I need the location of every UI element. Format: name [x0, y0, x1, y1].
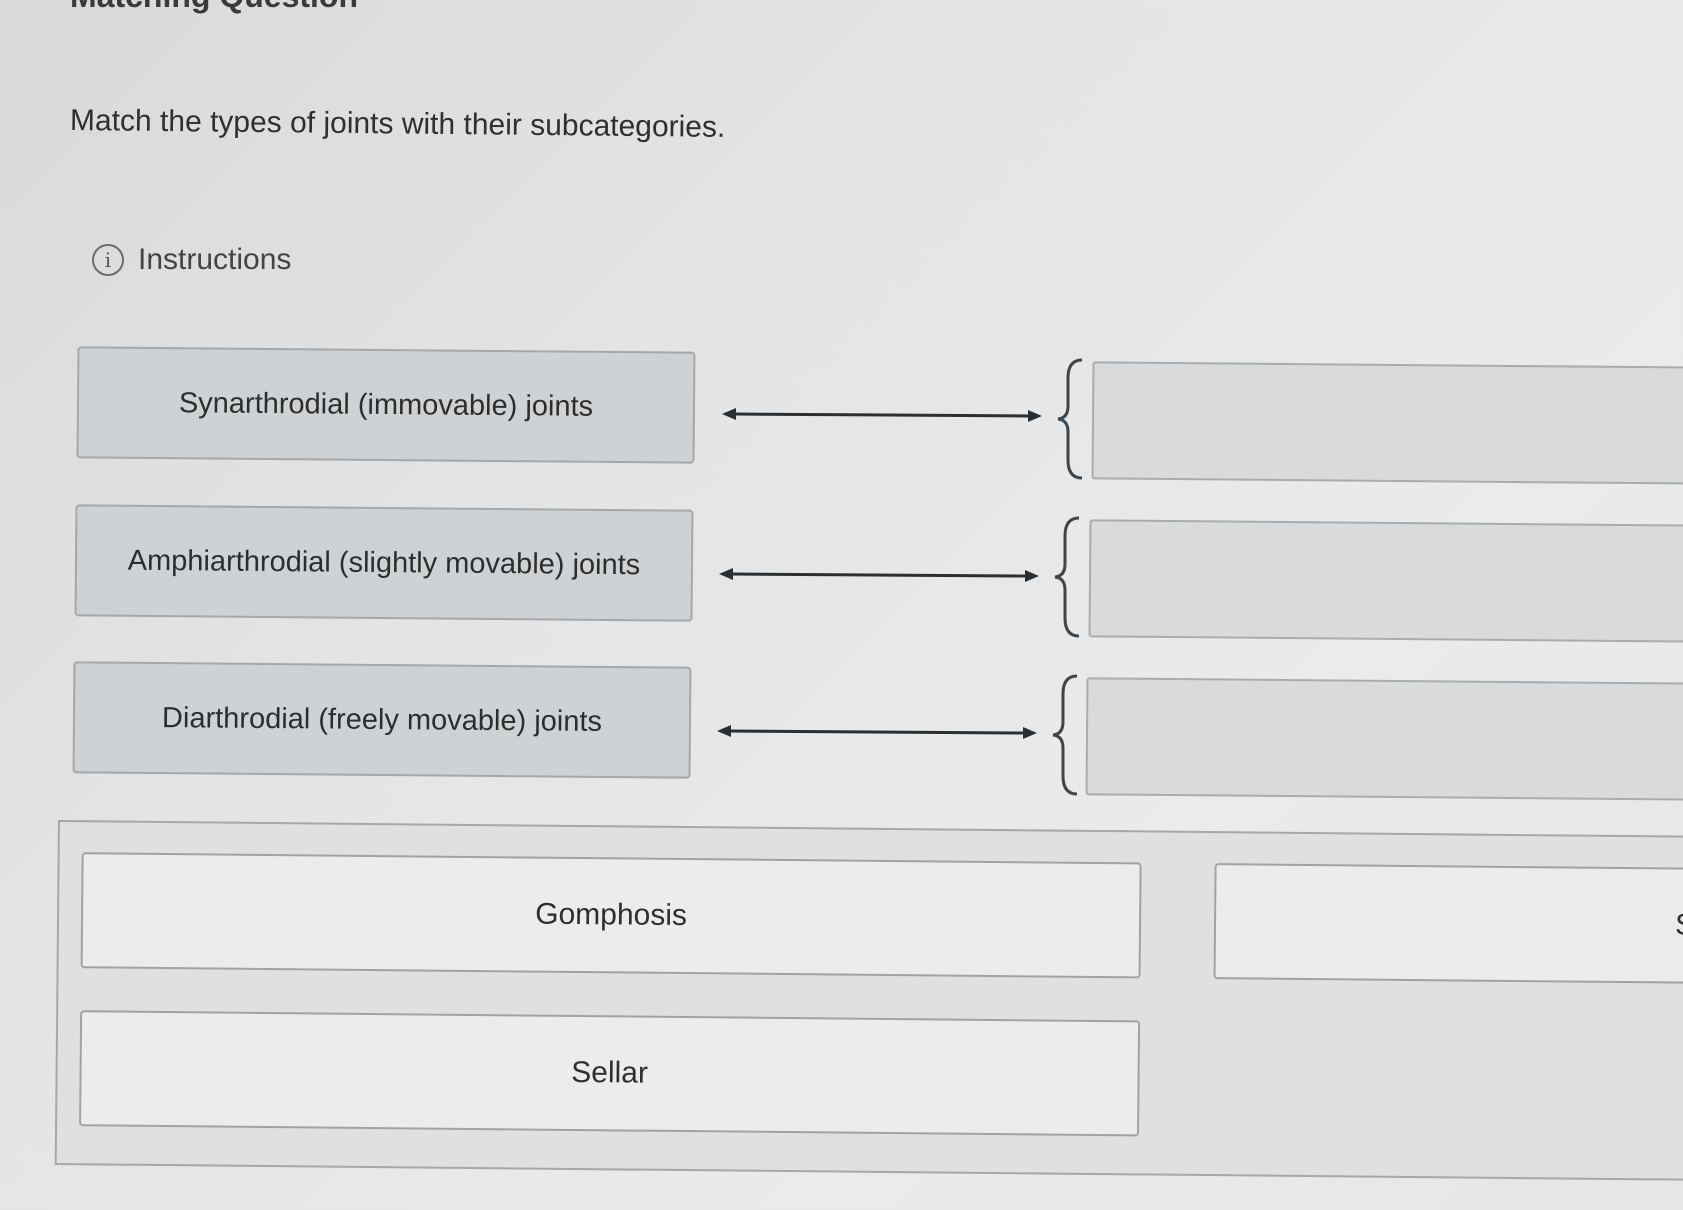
option-sy[interactable]: Sy [1213, 863, 1683, 985]
double-arrow-icon [719, 568, 1039, 582]
match-item-amphiarthrodial: Amphiarthrodial (slightly movable) joint… [74, 504, 694, 622]
left-brace-icon [1054, 516, 1080, 638]
drop-zone-diarthrodial[interactable] [1085, 677, 1683, 801]
left-brace-icon [1052, 674, 1078, 796]
option-gomphosis[interactable]: Gomphosis [80, 852, 1142, 979]
match-item-synarthrodial: Synarthrodial (immovable) joints [76, 346, 696, 464]
answer-bank: Gomphosis Sellar Sy [54, 820, 1683, 1181]
option-sellar[interactable]: Sellar [79, 1010, 1141, 1137]
page-heading: Matching Question [70, 0, 358, 15]
double-arrow-icon [717, 725, 1037, 739]
left-brace-icon [1057, 358, 1083, 480]
info-icon: i [92, 244, 124, 276]
double-arrow-icon [722, 408, 1042, 422]
instructions-label: Instructions [138, 243, 292, 276]
match-item-diarthrodial: Diarthrodial (freely movable) joints [72, 661, 692, 779]
question-prompt: Match the types of joints with their sub… [69, 104, 726, 144]
drop-zone-amphiarthrodial[interactable] [1088, 519, 1683, 643]
drop-zone-synarthrodial[interactable] [1091, 361, 1683, 485]
instructions-toggle[interactable]: i Instructions [92, 243, 291, 277]
